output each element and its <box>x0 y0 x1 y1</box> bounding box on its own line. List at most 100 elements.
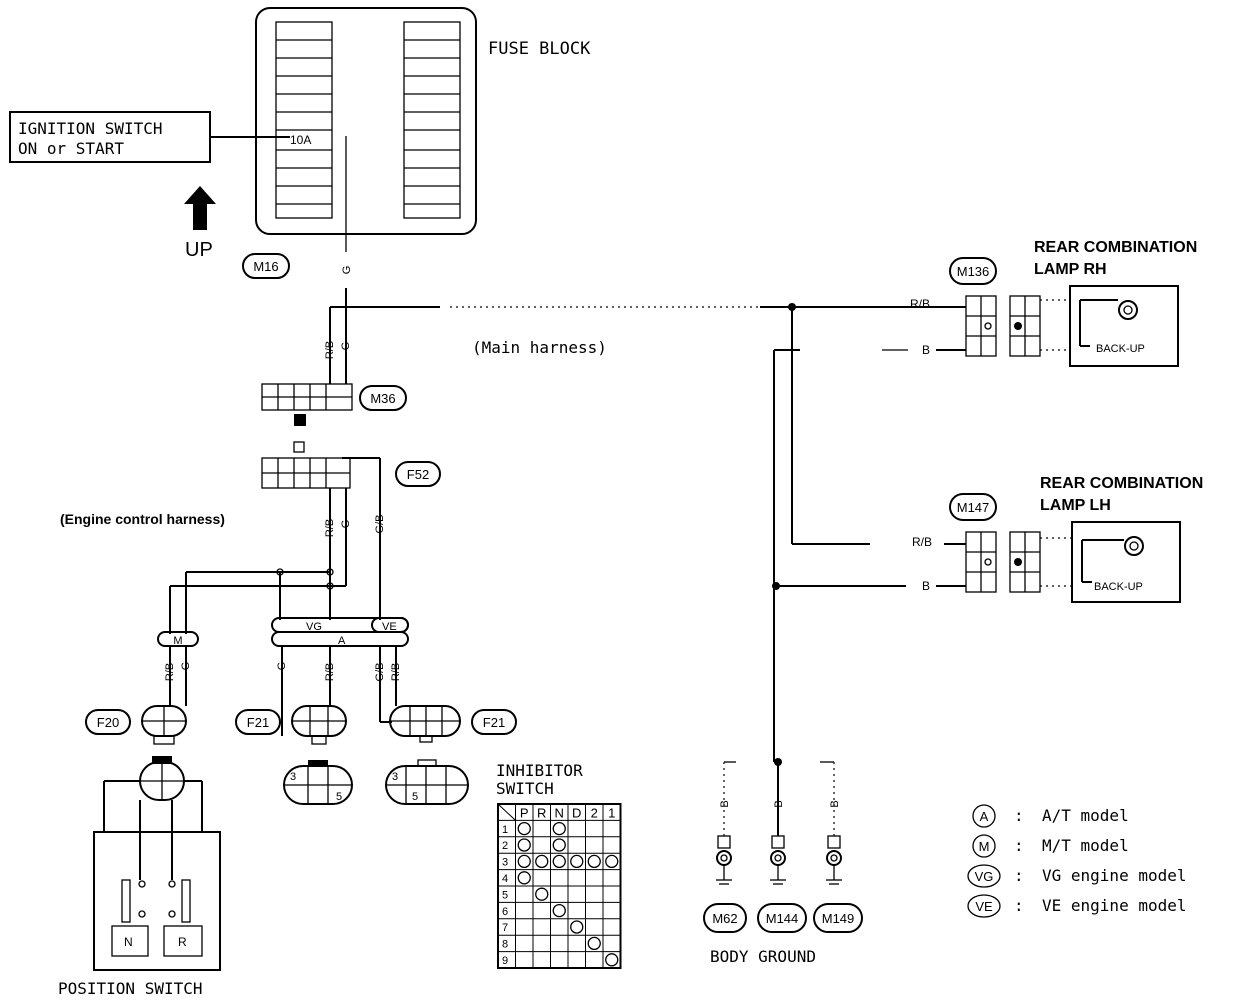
fuse-block-label: FUSE BLOCK <box>488 39 591 59</box>
svg-text:G: G <box>180 662 192 671</box>
svg-text:3: 3 <box>290 771 296 783</box>
rear-lamp-lh: BACK-UP <box>1071 521 1181 603</box>
body-ground-label: BODY GROUND <box>710 947 816 966</box>
inhibitor-row-label: 7 <box>502 922 508 934</box>
svg-text::: : <box>1014 806 1024 825</box>
connector-f21-right <box>389 705 461 743</box>
inhibitor-header-cell: N <box>555 805 564 820</box>
m16-label: M16 <box>253 259 278 274</box>
svg-text:VE: VE <box>975 899 993 914</box>
ignition-label-1: IGNITION SWITCH <box>18 119 163 138</box>
connector-face-left: 3 5 <box>283 760 353 805</box>
connector-m36 <box>261 383 353 426</box>
rear-lamp-rh: BACK-UP <box>1069 285 1179 367</box>
svg-text:A: A <box>338 635 346 647</box>
inhibitor-connection-mark <box>517 854 531 869</box>
svg-text:A/T model: A/T model <box>1042 806 1129 825</box>
up-arrow-icon <box>184 186 216 230</box>
inhibitor-row-label: 2 <box>502 840 508 852</box>
inhibitor-connection-mark <box>535 887 549 901</box>
inhibitor-connection-mark <box>552 821 566 836</box>
inhibitor-header-cell: R <box>537 805 546 820</box>
svg-text:G: G <box>276 662 288 671</box>
svg-text:M: M <box>173 635 182 647</box>
svg-text:3: 3 <box>392 771 398 783</box>
inhibitor-row-label: 5 <box>502 889 508 901</box>
svg-text:F21: F21 <box>483 715 505 730</box>
svg-text:M147: M147 <box>957 500 990 515</box>
svg-text:G/B: G/B <box>374 663 386 682</box>
fuse-block: 10A <box>255 7 477 252</box>
connector-m136-badge: M136 <box>949 257 997 285</box>
svg-text:VE: VE <box>382 621 397 633</box>
svg-text::: : <box>1014 896 1024 915</box>
svg-text:BACK-UP: BACK-UP <box>1096 343 1145 355</box>
svg-text:M149: M149 <box>822 911 855 926</box>
engine-harness-label: (Engine control harness) <box>60 511 225 527</box>
connector-f21-left <box>291 705 347 745</box>
inhibitor-header-cell: 1 <box>608 805 615 820</box>
inhibitor-row-label: 1 <box>502 824 508 836</box>
inhibitor-row-label: 6 <box>502 906 508 918</box>
connector-f21-left-badge: F21 <box>235 709 281 735</box>
connector-f52-badge: F52 <box>395 461 441 487</box>
position-switch-label: POSITION SWITCH <box>58 979 203 998</box>
legend-item: M : M/T model <box>972 834 1129 858</box>
svg-text:R/B: R/B <box>390 663 402 681</box>
connector-f21-right-badge: F21 <box>471 709 517 735</box>
wire-label-rb: R/B <box>324 341 336 359</box>
up-label: UP <box>185 239 213 261</box>
connector-m36-badge: M36 <box>359 385 407 411</box>
connector-m147 <box>965 531 997 593</box>
svg-text:M: M <box>979 839 990 854</box>
svg-text:R/B: R/B <box>324 519 336 537</box>
svg-text:N: N <box>124 935 133 949</box>
svg-text:F52: F52 <box>407 467 429 482</box>
inhibitor-connection-mark <box>605 854 619 869</box>
svg-text:B: B <box>773 800 785 807</box>
connector-m136-mate <box>1009 295 1041 357</box>
inhibitor-connection-mark <box>587 854 601 869</box>
svg-text:5: 5 <box>412 791 418 803</box>
position-switch: N R <box>93 756 221 971</box>
svg-text:M144: M144 <box>766 911 799 926</box>
rear-rh-title-1: REAR COMBINATION <box>1034 239 1197 256</box>
svg-text:BACK-UP: BACK-UP <box>1094 581 1143 593</box>
svg-text:M62: M62 <box>712 911 737 926</box>
splice-vg-ve: VG VE A <box>271 617 409 647</box>
inhibitor-header-cell: P <box>520 805 529 820</box>
rear-lh-title-1: REAR COMBINATION <box>1040 475 1203 492</box>
svg-text:R/B: R/B <box>324 663 336 681</box>
svg-text:5: 5 <box>336 791 342 803</box>
wire-b-lh: B <box>922 579 930 593</box>
svg-text:M36: M36 <box>370 391 395 406</box>
rear-rh-title-2: LAMP RH <box>1034 261 1107 278</box>
svg-text::: : <box>1014 866 1024 885</box>
main-harness-label: (Main harness) <box>472 338 607 357</box>
legend-item: VE : VE engine model <box>967 894 1187 918</box>
inhibitor-connection-mark <box>552 838 566 852</box>
fuse-rating: 10A <box>290 133 311 147</box>
connector-face-right: 3 5 <box>385 759 469 805</box>
connector-f20-badge: F20 <box>85 709 131 735</box>
svg-text:R/B: R/B <box>164 663 176 681</box>
legend: A : A/T model M : M/T model VG : VG engi… <box>967 804 1187 918</box>
inhibitor-connection-mark <box>552 854 566 869</box>
svg-text:F21: F21 <box>247 715 269 730</box>
inhibitor-connection-mark <box>587 936 601 951</box>
connector-m147-badge: M147 <box>949 493 997 521</box>
svg-text::: : <box>1014 836 1024 855</box>
connector-m16-badge: M16 <box>242 253 290 279</box>
splice-m: M <box>157 631 199 647</box>
grid-diagonal <box>497 803 516 821</box>
svg-text:M136: M136 <box>957 264 990 279</box>
svg-text:G/B: G/B <box>374 515 386 534</box>
connector-f52 <box>261 441 351 489</box>
svg-text:A: A <box>980 809 989 824</box>
ground-terminal-m62 <box>716 835 732 885</box>
connector-m136 <box>965 295 997 357</box>
ignition-switch-box: IGNITION SWITCH ON or START <box>9 111 290 163</box>
ground-terminal-m149 <box>826 835 842 885</box>
